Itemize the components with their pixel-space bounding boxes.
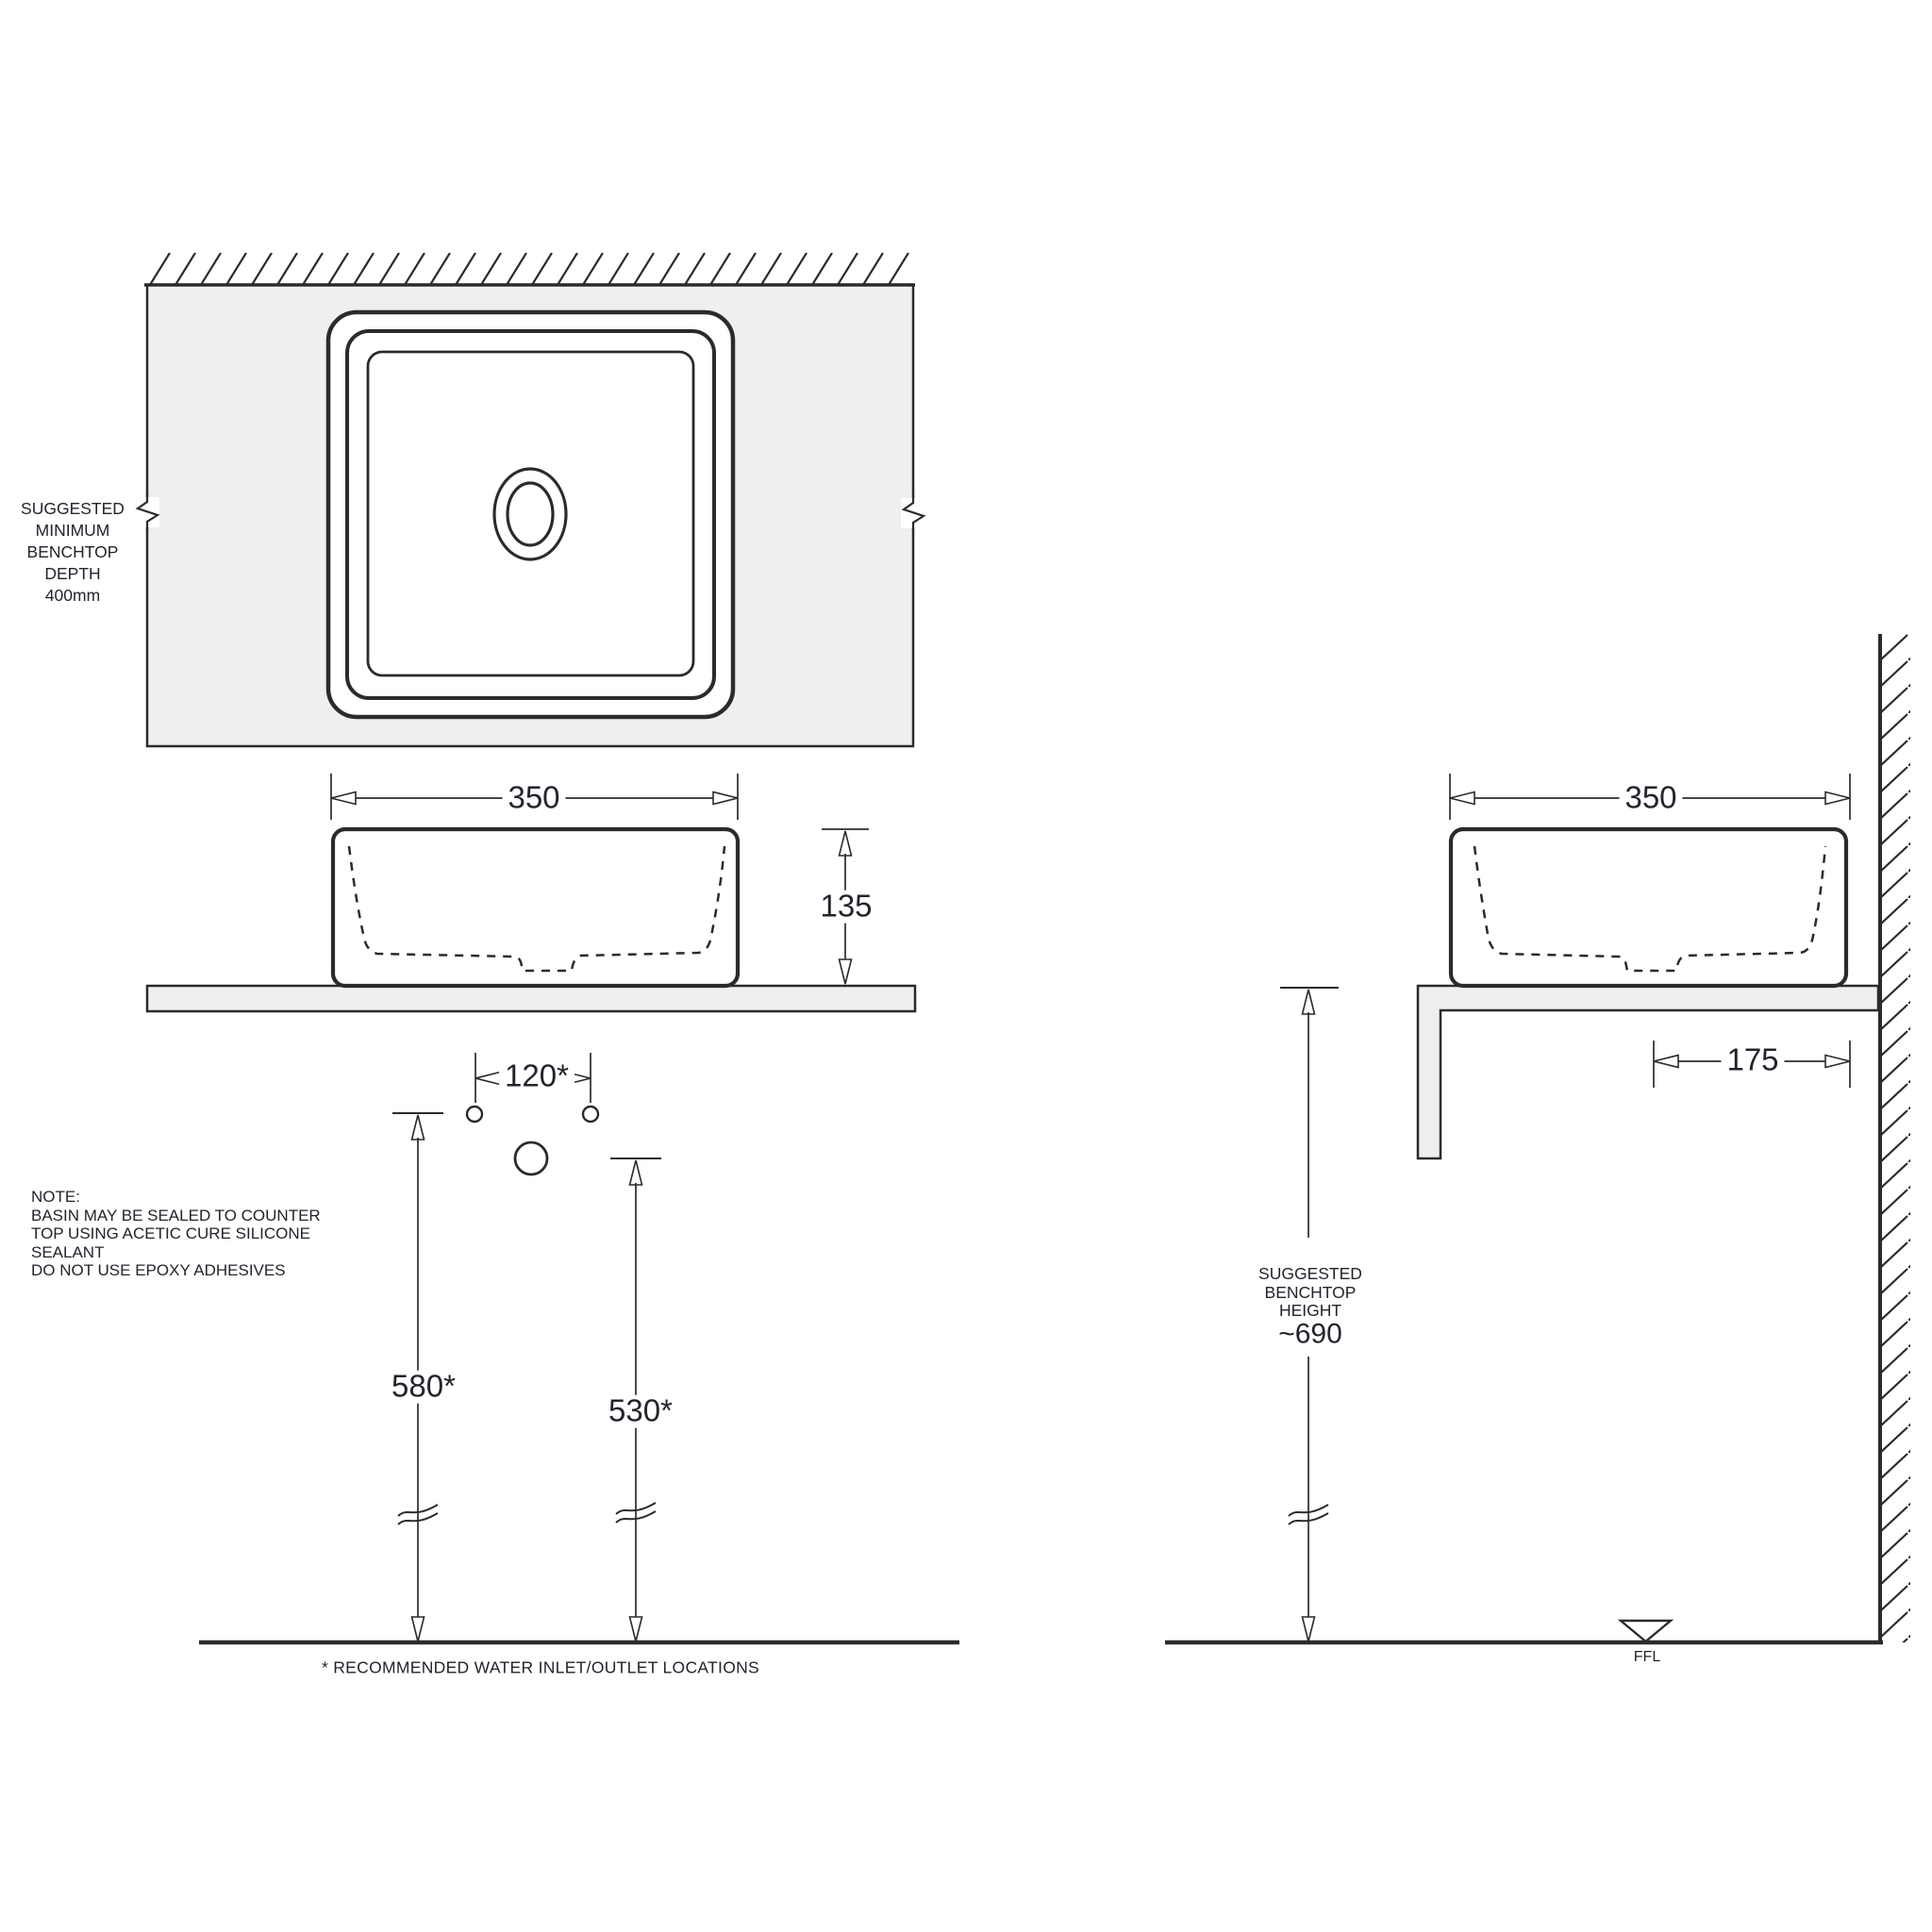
water-inlet-right-icon [581,1105,600,1124]
depth-note-line: 400mm [44,586,101,605]
sealant-note: NOTE: BASIN MAY BE SEALED TO COUNTER TOP… [31,1188,321,1280]
depth-note-line: BENCHTOP [26,542,119,561]
side-offset-dimension [1653,1041,1851,1088]
water-outlet-icon [513,1141,549,1176]
ffl-label: FFL [1633,1649,1661,1665]
bench-height-dimension [1280,987,1339,1642]
bench-height-note-line: HEIGHT [1278,1301,1342,1320]
front-height-value: 135 [814,890,878,924]
side-basin [1448,826,1849,989]
water-inlet-left-icon [465,1105,484,1124]
note-line: TOP USING ACETIC CURE SILICONE [31,1224,310,1242]
side-width-value: 350 [1619,781,1683,815]
depth-note-line: SUGGESTED [21,499,125,518]
depth-note-line: DEPTH [44,564,101,583]
front-view [145,774,959,1645]
side-wall-hatch [1882,634,1910,1642]
outlet-height-value: 530* [603,1394,678,1428]
bench-height-note-line: BENCHTOP [1264,1282,1357,1302]
front-basin [330,826,741,989]
plan-view [135,253,926,748]
ffl-datum-icon [1617,1619,1674,1643]
front-benchtop [145,984,917,1013]
front-width-value: 350 [502,781,566,815]
inlet-height-value: 580* [386,1370,461,1404]
side-benchtop [1416,984,1880,1160]
bench-height-note: SUGGESTED BENCHTOP HEIGHT [1244,1264,1376,1321]
bench-height-value: ~690 [1273,1319,1348,1349]
plan-right-break-icon [901,493,926,532]
depth-note-line: MINIMUM [35,521,110,540]
benchtop-depth-note: SUGGESTED MINIMUM BENCHTOP DEPTH 400mm [17,498,128,607]
inlet-spacing-value: 120* [499,1059,575,1093]
inlet-outlet-footnote: * RECOMMENDED WATER INLET/OUTLET LOCATIO… [321,1657,760,1677]
note-line: NOTE: [31,1188,80,1206]
note-line: DO NOT USE EPOXY ADHESIVES [31,1261,286,1279]
note-line: BASIN MAY BE SEALED TO COUNTER [31,1206,321,1224]
plan-drain-inner-icon [506,481,555,547]
bench-height-note-line: SUGGESTED [1258,1264,1362,1283]
plan-left-break-icon [135,492,160,531]
side-offset-value: 175 [1721,1043,1785,1077]
side-view [1165,634,1910,1645]
side-basin-inner-profile [1473,845,1827,973]
plan-wall-hatch [147,253,913,284]
note-line: SEALANT [31,1242,105,1261]
